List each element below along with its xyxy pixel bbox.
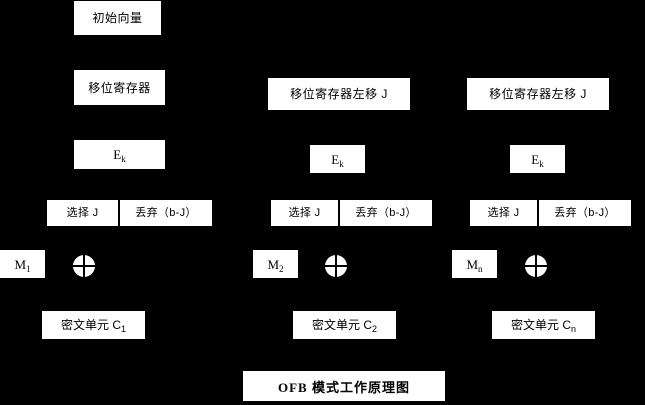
message-label-2: M2 bbox=[267, 256, 284, 274]
initial-vector-box: 初始向量 bbox=[74, 1, 161, 35]
initial-vector-label: 初始向量 bbox=[92, 11, 143, 25]
discard-box-2: 丢弃（b-J） bbox=[340, 200, 432, 226]
select-box-2: 选择 J bbox=[271, 200, 338, 226]
message-box-2: M2 bbox=[253, 250, 298, 278]
select-box-3: 选择 J bbox=[470, 200, 537, 226]
discard-box-1: 丢弃（b-J） bbox=[120, 200, 212, 226]
ciphertext-label-3: 密文单元 Cn bbox=[510, 318, 577, 334]
message-label-1: M1 bbox=[14, 256, 31, 274]
select-label-3: 选择 J bbox=[487, 206, 520, 219]
select-label-1: 选择 J bbox=[66, 206, 99, 219]
shift-register-label-1: 移位寄存器 bbox=[88, 80, 151, 95]
xor-icon-2 bbox=[325, 255, 347, 277]
ciphertext-box-2: 密文单元 C2 bbox=[293, 311, 396, 339]
encrypt-box-1: Ek bbox=[74, 140, 165, 169]
message-box-3: Mn bbox=[452, 250, 497, 278]
message-label-3: Mn bbox=[466, 256, 483, 274]
ciphertext-label-1: 密文单元 C1 bbox=[60, 318, 127, 334]
ciphertext-box-1: 密文单元 C1 bbox=[42, 311, 145, 339]
shift-register-box-2: 移位寄存器左移 J bbox=[268, 78, 410, 110]
encrypt-label-2: Ek bbox=[331, 151, 344, 169]
shift-register-box-1: 移位寄存器 bbox=[74, 70, 165, 105]
ciphertext-label-2: 密文单元 C2 bbox=[311, 318, 378, 334]
select-box-1: 选择 J bbox=[47, 200, 118, 226]
discard-label-2: 丢弃（b-J） bbox=[355, 206, 417, 219]
select-label-2: 选择 J bbox=[288, 206, 321, 219]
discard-box-3: 丢弃（b-J） bbox=[539, 200, 631, 226]
shift-register-box-3: 移位寄存器左移 J bbox=[467, 78, 609, 110]
discard-label-1: 丢弃（b-J） bbox=[135, 206, 197, 219]
diagram-title: OFB 模式工作原理图 bbox=[278, 379, 410, 395]
xor-icon-3 bbox=[525, 255, 547, 277]
shift-register-label-2: 移位寄存器左移 J bbox=[290, 87, 388, 101]
encrypt-box-2: Ek bbox=[310, 145, 365, 173]
ciphertext-box-3: 密文单元 Cn bbox=[492, 311, 595, 339]
discard-label-3: 丢弃（b-J） bbox=[554, 206, 616, 219]
encrypt-box-3: Ek bbox=[510, 145, 565, 173]
shift-register-label-3: 移位寄存器左移 J bbox=[489, 87, 587, 101]
diagram-title-bar: OFB 模式工作原理图 bbox=[243, 371, 445, 401]
message-box-1: M1 bbox=[0, 250, 45, 278]
encrypt-label-3: Ek bbox=[531, 151, 544, 169]
xor-icon-1 bbox=[73, 255, 95, 277]
encrypt-label-1: Ek bbox=[113, 147, 126, 164]
